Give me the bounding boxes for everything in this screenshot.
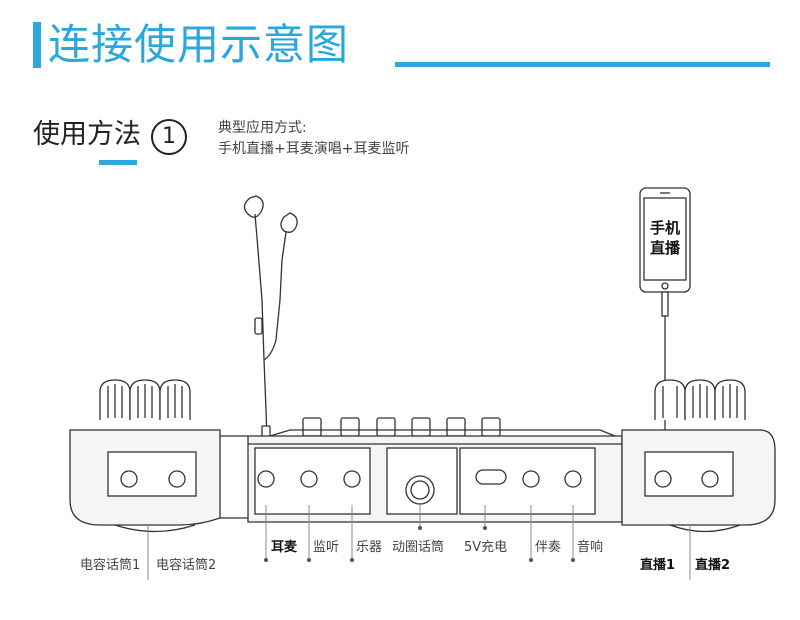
label-live1: 直播1	[640, 558, 676, 573]
label-speaker: 音响	[577, 540, 604, 555]
title-accent-bar	[33, 22, 41, 68]
method-underline	[99, 160, 137, 165]
right-knobs	[654, 379, 746, 420]
desc-line-1: 典型应用方式:	[218, 120, 307, 136]
method-description: 典型应用方式: 手机直播+耳麦演唱+耳麦监听	[218, 118, 409, 160]
label-monitor: 监听	[313, 540, 340, 555]
leader-lines	[147, 505, 691, 580]
page-title: 连接使用示意图	[48, 20, 350, 69]
phone-text-line-1: 手机	[649, 219, 680, 237]
desc-line-2: 手机直播+耳麦演唱+耳麦监听	[218, 141, 410, 157]
title-rule	[395, 62, 770, 67]
label-mic1: 电容话筒1	[80, 558, 141, 573]
label-mic2: 电容话筒2	[156, 558, 217, 573]
port-icons	[120, 469, 719, 505]
phone-icon	[639, 187, 691, 462]
method-label: 使用方法	[33, 119, 141, 150]
leader-dots	[264, 526, 575, 562]
label-instrument: 乐器	[356, 540, 383, 555]
label-accompany: 伴奏	[535, 540, 562, 555]
middle-knobs	[302, 417, 501, 437]
label-earphone: 耳麦	[271, 540, 298, 555]
phone-text-line-2: 直播	[649, 239, 680, 257]
label-live2: 直播2	[695, 558, 731, 573]
left-knobs	[99, 379, 191, 420]
label-dynamic-mic: 动圈话筒	[392, 540, 445, 555]
phone-screen-text: 手机 直播	[645, 218, 685, 258]
earphone-icon	[243, 195, 298, 462]
label-charge: 5V充电	[464, 540, 508, 555]
method-number: 1	[151, 119, 187, 155]
